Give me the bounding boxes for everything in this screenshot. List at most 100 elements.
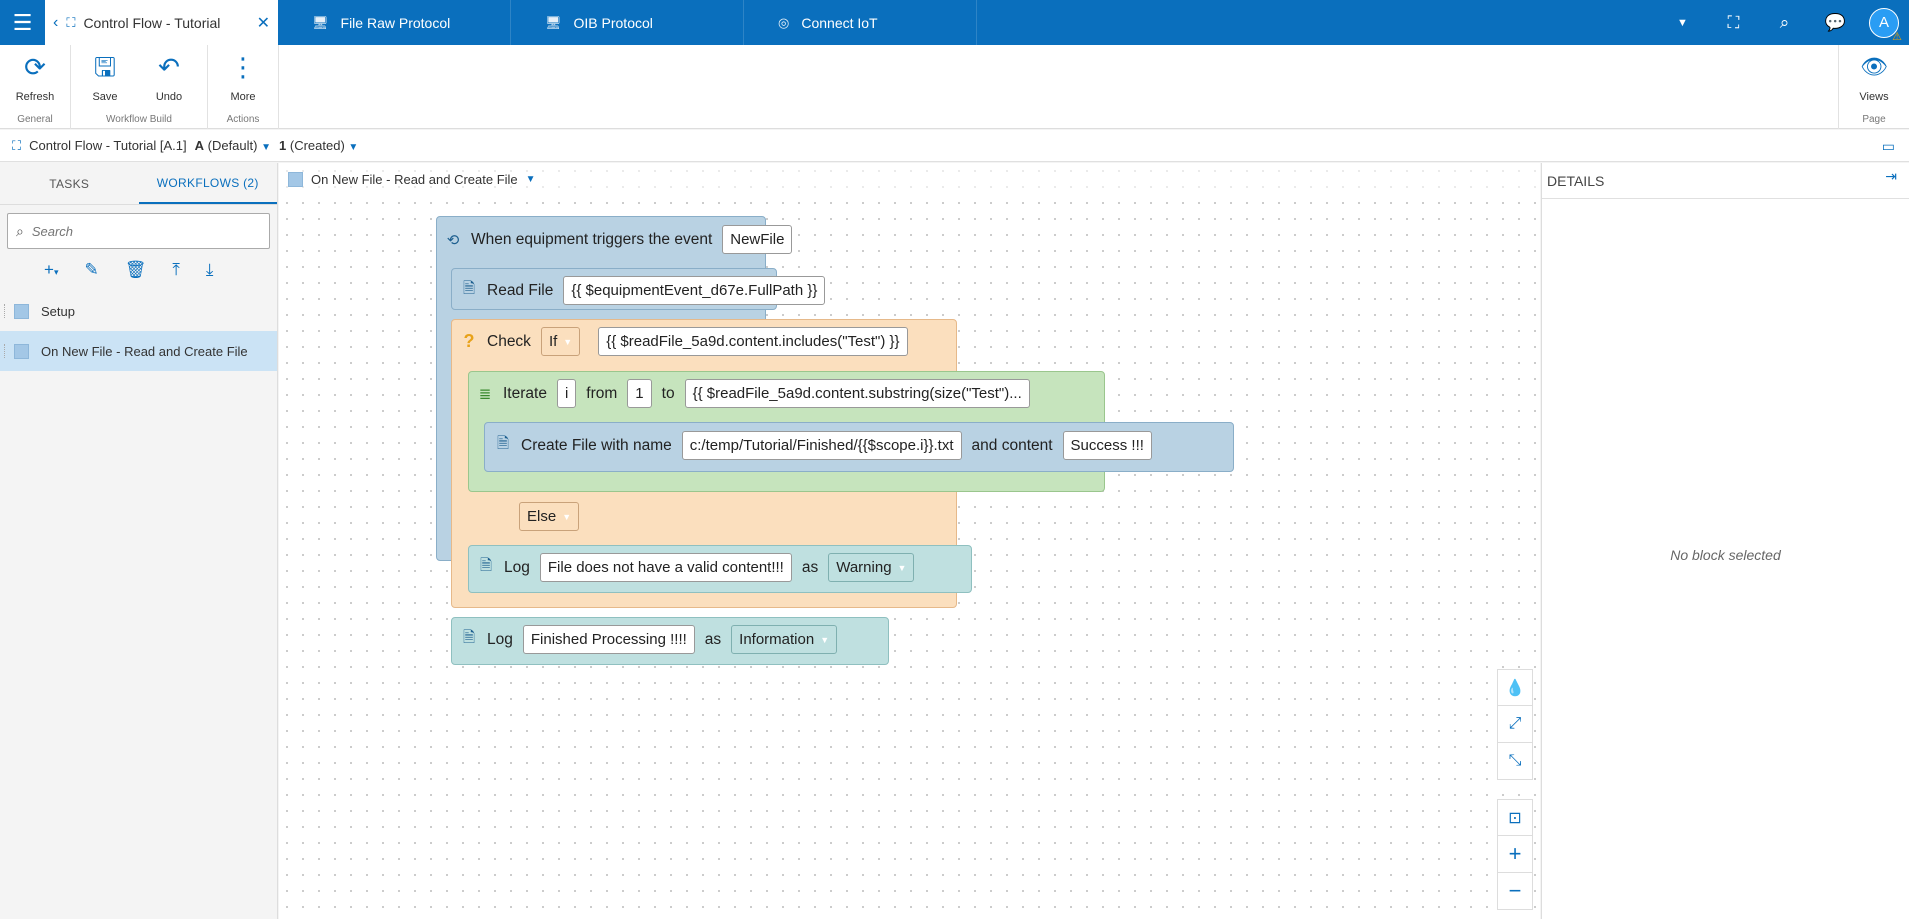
tool-spacer [1497, 780, 1533, 799]
connect-iot-icon: ◎ [778, 14, 790, 30]
add-icon[interactable]: +▾ [44, 260, 59, 279]
views-label: Views [1859, 91, 1889, 103]
create-file-content-field[interactable]: Success !!! [1062, 431, 1152, 460]
tab-label: Control Flow - Tutorial [83, 14, 221, 31]
collapse-icon[interactable]: ⤡ [1497, 743, 1533, 780]
caret-down-icon: ▼ [562, 511, 572, 522]
revision-key: 1 [279, 138, 287, 153]
search-icon: ⌕ [16, 222, 24, 239]
more-label: More [230, 91, 256, 103]
more-button[interactable]: ⋮ More [215, 51, 271, 103]
ribbon-group-general: ⟳ Refresh General [0, 45, 71, 129]
workflow-item-setup[interactable]: Setup [0, 291, 277, 331]
condition-expression-field[interactable]: {{ $readFile_5a9d.content.includes("Test… [598, 327, 908, 356]
warning-icon: ⚠ [1892, 30, 1902, 43]
log-level-dropdown[interactable]: Information ▼ [731, 625, 838, 654]
top-bar: ☰ ‹ ⛶ Control Flow - Tutorial ✕ 🖥 File R… [0, 0, 1909, 45]
workflow-color-icon [14, 343, 29, 359]
details-panel: DETAILS ⇥ No block selected [1541, 163, 1909, 919]
iterate-row: ≣ Iterate i from 1 to {{ $readFile_5a9d.… [477, 379, 1030, 408]
panel-layout-icon[interactable]: ▭ [1881, 138, 1895, 154]
iterate-to-field[interactable]: {{ $readFile_5a9d.content.substring(size… [684, 379, 1030, 408]
views-button[interactable]: 👁 Views [1846, 51, 1902, 103]
zoom-in-icon[interactable]: + [1497, 836, 1533, 873]
condition-type-dropdown[interactable]: If ▼ [540, 327, 581, 356]
workflow-color-icon [288, 171, 303, 187]
iterate-from-field[interactable]: 1 [627, 379, 652, 408]
search-icon[interactable]: ⌕ [1779, 12, 1790, 32]
check-row: ? Check If ▼ {{ $readFile_5a9d.content.i… [461, 327, 908, 356]
caret-down-icon: ▼ [348, 142, 359, 153]
tab-control-flow-tutorial[interactable]: ‹ ⛶ Control Flow - Tutorial ✕ [45, 0, 278, 45]
tab-connect-iot[interactable]: ◎ Connect IoT [744, 0, 977, 45]
revision-selector[interactable]: 1 (Created) ▼ [279, 138, 358, 153]
event-name-field[interactable]: NewFile [722, 225, 793, 254]
chevron-left-icon[interactable]: ‹ [53, 13, 59, 31]
undo-label: Undo [155, 91, 183, 103]
save-icon: 🖫 [93, 52, 117, 82]
caret-down-icon[interactable]: ▼ [525, 173, 536, 185]
log-as-label: as [801, 558, 819, 576]
tab-file-raw-protocol[interactable]: 🖥 File Raw Protocol [278, 0, 511, 45]
version-selector[interactable]: A (Default) ▼ [195, 138, 271, 153]
tab-oib-protocol[interactable]: 🖥 OIB Protocol [511, 0, 744, 45]
expand-icon[interactable]: ⤢ [1497, 706, 1533, 743]
move-down-icon[interactable]: ⤓ [205, 260, 214, 279]
edit-icon[interactable]: ✎ [84, 260, 99, 279]
chat-icon[interactable]: 💬 [1824, 12, 1847, 32]
ribbon-group-label: General [17, 114, 53, 125]
log-message-field[interactable]: File does not have a valid content!!! [539, 553, 792, 582]
fit-to-screen-icon[interactable]: ⊡ [1497, 799, 1533, 836]
tabs-dropdown-icon[interactable]: ▼ [1677, 16, 1688, 29]
caret-down-icon: ▼ [820, 634, 830, 645]
log-level-value: Information [739, 631, 815, 648]
fullscreen-icon[interactable]: ⛶ [1727, 12, 1740, 32]
log-label: Log [504, 558, 530, 576]
tab-label: OIB Protocol [573, 14, 653, 31]
save-button[interactable]: 🖫 Save [77, 51, 133, 103]
log-level-dropdown[interactable]: Warning ▼ [828, 553, 915, 582]
close-icon[interactable]: ✕ [256, 14, 270, 32]
tab-tasks[interactable]: TASKS [49, 176, 90, 191]
create-file-name-field[interactable]: c:/temp/Tutorial/Finished/{{$scope.i}}.t… [681, 431, 962, 460]
breadcrumb: ⛶ Control Flow - Tutorial [A.1] A (Defau… [0, 130, 1909, 162]
avatar[interactable]: A ⚠ [1869, 7, 1902, 43]
hierarchy-icon: ⛶ [12, 137, 22, 153]
iterate-var-field[interactable]: i [556, 379, 577, 408]
refresh-icon: ⟳ [24, 52, 46, 82]
read-file-path-field[interactable]: {{ $equipmentEvent_d67e.FullPath }} [563, 276, 826, 305]
zoom-out-icon[interactable]: − [1497, 873, 1533, 910]
hierarchy-icon: ⛶ [66, 14, 76, 30]
drag-handle-icon[interactable] [4, 304, 6, 318]
log-label: Log [487, 630, 513, 648]
collapse-panel-icon[interactable]: ⇥ [1885, 168, 1897, 184]
workflow-item-on-new-file[interactable]: On New File - Read and Create File [0, 331, 277, 371]
iterate-icon: ≣ [478, 385, 492, 403]
canvas-workflow-name[interactable]: On New File - Read and Create File [311, 171, 518, 187]
tab-workflows[interactable]: WORKFLOWS (2) [138, 163, 277, 204]
workflow-item-label: Setup [41, 303, 75, 319]
undo-button[interactable]: ↶ Undo [141, 51, 197, 103]
canvas-header: On New File - Read and Create File ▼ [279, 163, 1540, 195]
iterate-to-label: to [661, 384, 675, 402]
ribbon: ⟳ Refresh General 🖫 Save ↶ Undo Workflow… [0, 45, 1909, 129]
search-input[interactable] [31, 223, 232, 239]
left-tabs: TASKS WORKFLOWS (2) [0, 163, 277, 205]
log-message-field[interactable]: Finished Processing !!!! [522, 625, 695, 654]
event-row: ⟲ When equipment triggers the event NewF… [445, 225, 793, 254]
file-create-icon: 🗎 [496, 435, 510, 452]
delete-icon[interactable]: 🗑 [124, 260, 147, 279]
log-info-row: 🗎 Log Finished Processing !!!! as Inform… [461, 625, 838, 654]
refresh-button[interactable]: ⟳ Refresh [7, 51, 63, 103]
workflow-canvas[interactable]: On New File - Read and Create File ▼ ⟲ W… [279, 163, 1540, 919]
else-dropdown[interactable]: Else ▼ [519, 502, 580, 531]
top-actions: ▼ ⛶ ⌕ 💬 A ⚠ [1657, 0, 1909, 45]
drag-handle-icon[interactable] [4, 344, 6, 358]
log-icon: 🗎 [479, 557, 493, 574]
caret-down-icon: ▼ [261, 142, 272, 153]
breadcrumb-title: Control Flow - Tutorial [A.1] [29, 138, 187, 153]
color-drop-icon[interactable]: 💧 [1497, 669, 1533, 706]
move-up-icon[interactable]: ⤒ [172, 260, 180, 279]
hamburger-menu-icon[interactable]: ☰ [12, 9, 33, 35]
log-as-label: as [704, 630, 722, 648]
